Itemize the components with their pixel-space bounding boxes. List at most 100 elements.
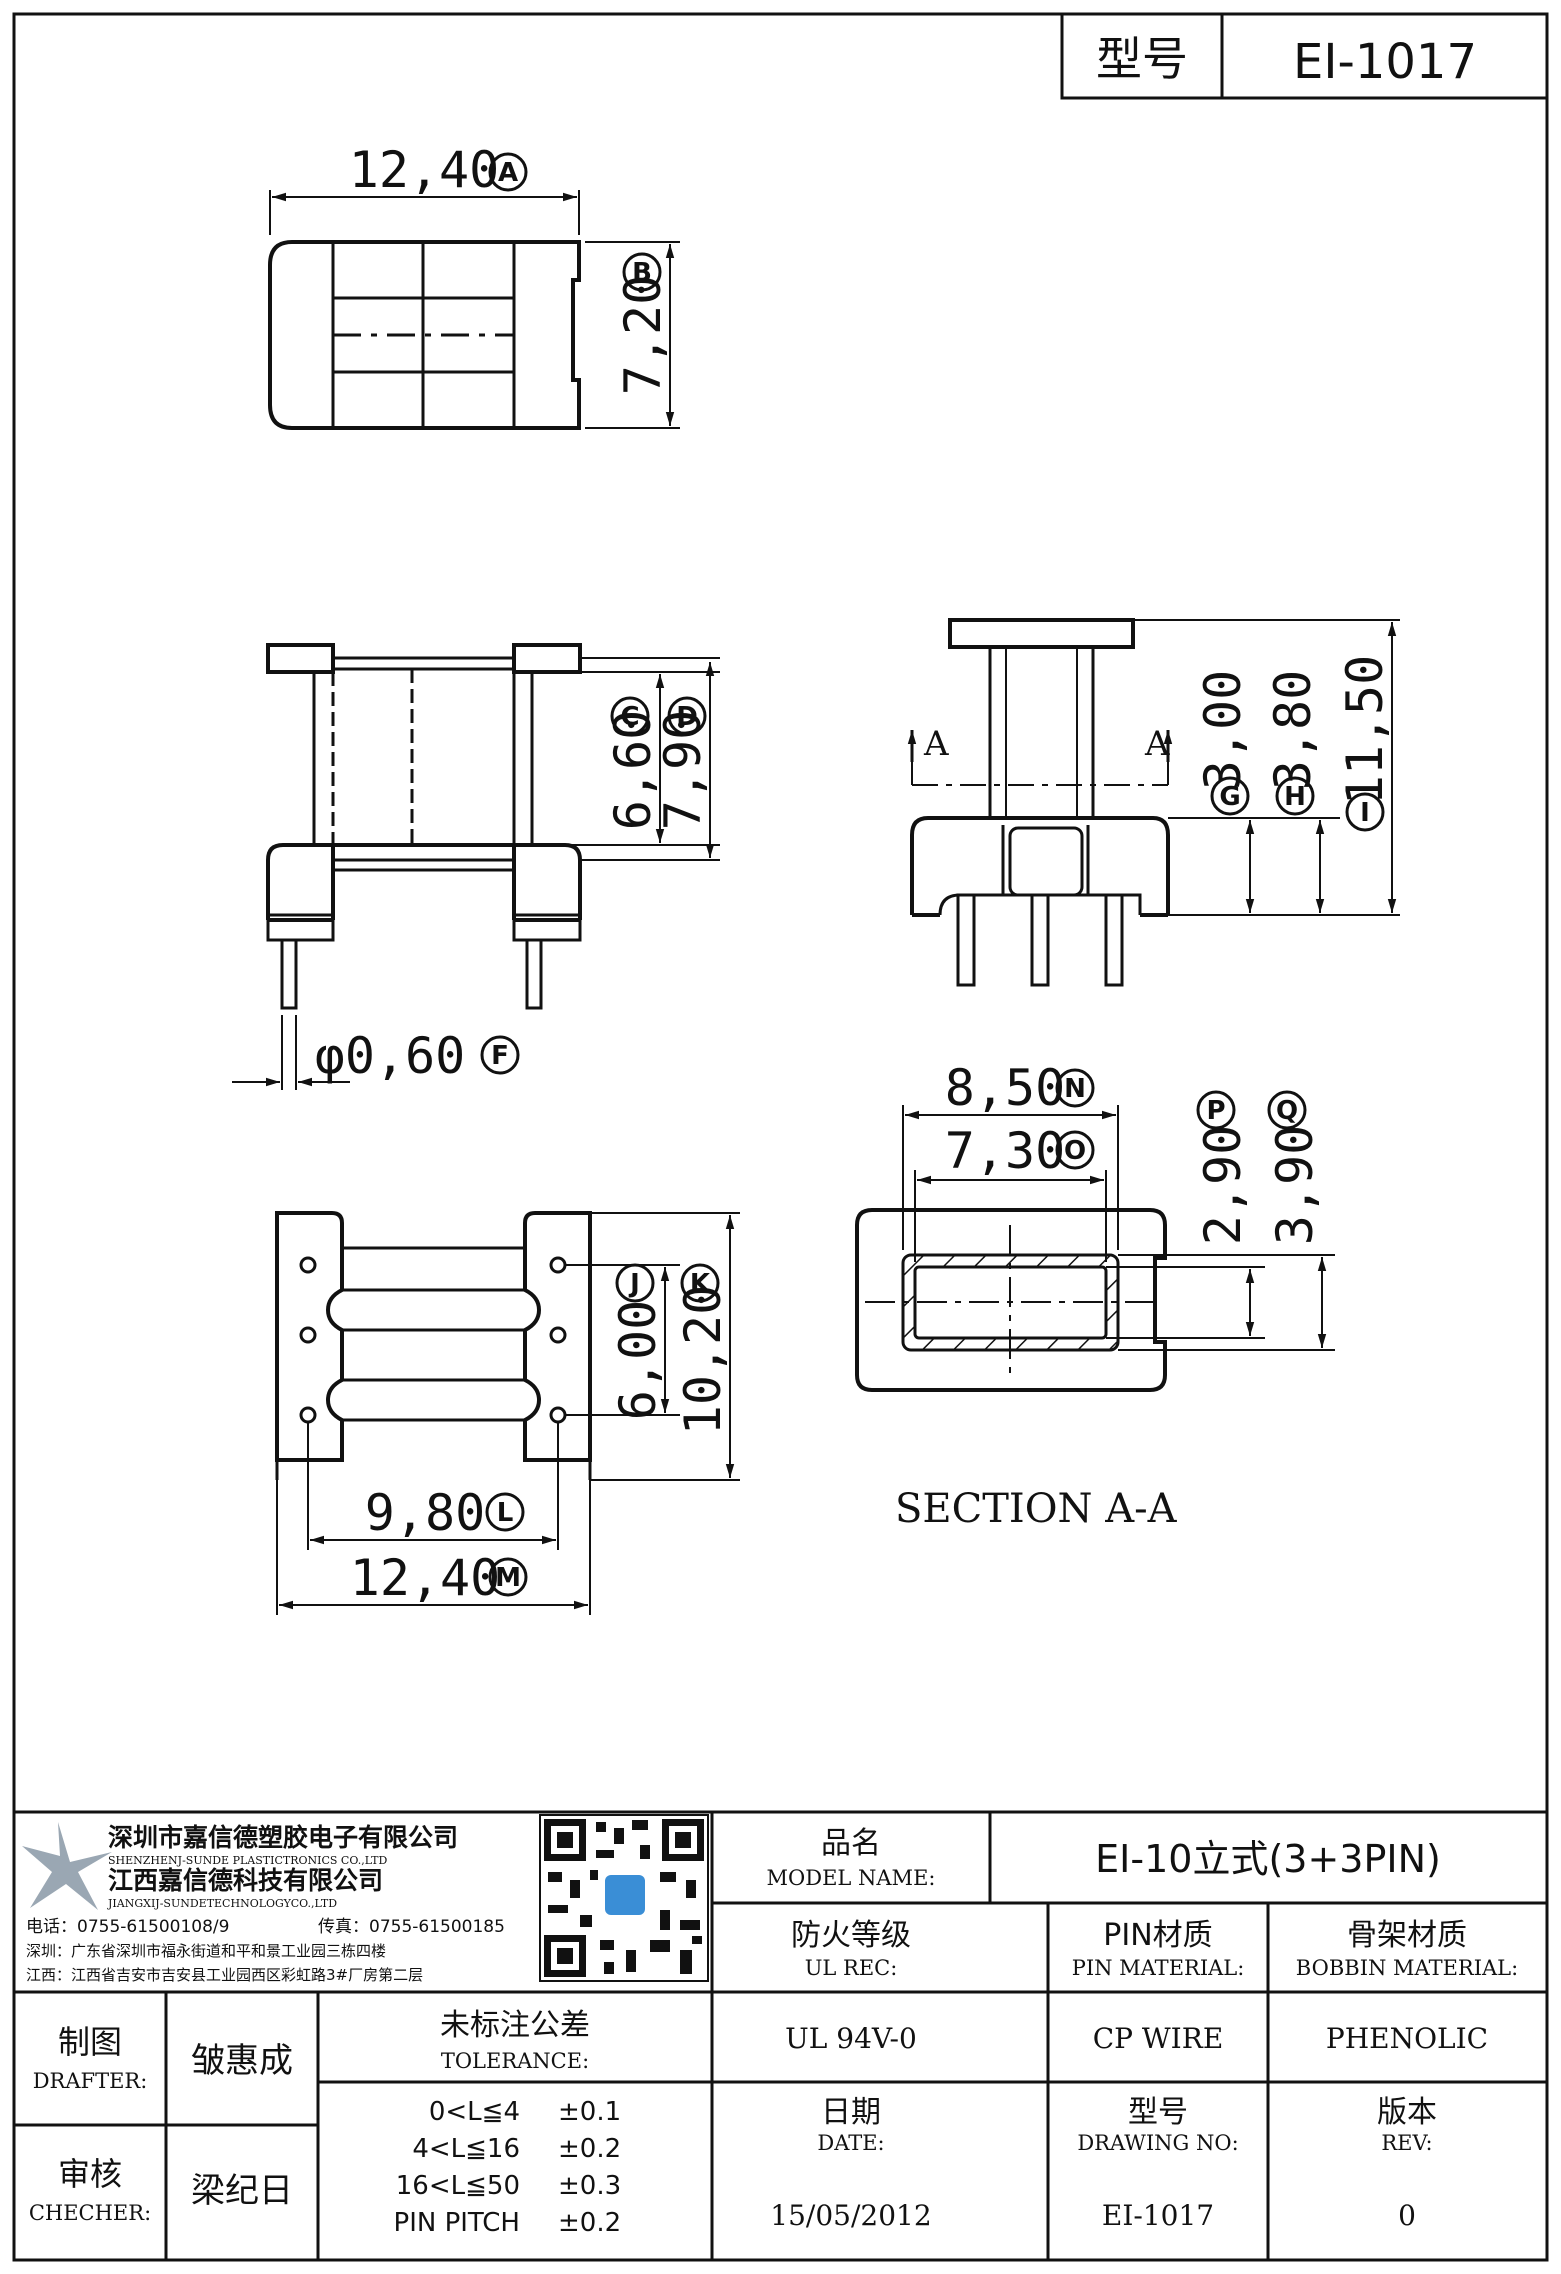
tag-a: A [498,158,518,188]
qr-code [539,1814,709,1982]
company-address-sz: 深圳：广东省深圳市福永街道和平和景工业园三栋四楼 [26,1942,386,1960]
tag-k: K [690,1269,711,1299]
date-label-en: DATE: [817,2131,884,2155]
pin-label-cn: PIN材质 [1103,1918,1212,1953]
tag-f: F [491,1041,509,1071]
drawing-no-label-en: DRAWING NO: [1077,2131,1238,2155]
company-name-cn-2: 江西嘉信德科技有限公司 [108,1866,383,1895]
tolerance-value: ±0.3 [558,2171,621,2201]
rev-value: 0 [1398,2199,1416,2232]
date-value: 15/05/2012 [770,2199,931,2232]
dim-g-value: 3,00 [1194,670,1252,790]
header-model-value: EI-1017 [1293,34,1477,90]
section-caption: SECTION A-A [895,1486,1178,1532]
dim-d-value: 7,90 [654,710,712,830]
front-view [232,643,720,1090]
tag-n: N [1064,1074,1086,1104]
bobbin-label-cn: 骨架材质 [1347,1918,1467,1953]
checker-label-en: CHECHER: [29,2201,151,2225]
drawing-no-value: EI-1017 [1102,2199,1214,2232]
tolerance-range: 16<L≦50 [396,2171,520,2201]
ul-label-cn: 防火等级 [791,1918,911,1953]
sheet-border [12,12,1549,2262]
dim-d-label-group: 7,90 [654,710,712,830]
tag-i: I [1360,798,1370,828]
dim-l-value: 9,80 [365,1484,485,1542]
tolerance-value: ±0.2 [558,2208,621,2238]
dim-i-label-group: 11,50 [1336,655,1394,806]
tolerance-label-en: TOLERANCE: [441,2049,589,2073]
tag-q: Q [1276,1096,1298,1126]
dim-m-value: 12,40 [350,1549,501,1607]
bobbin-label-en: BOBBIN MATERIAL: [1296,1956,1518,1980]
tag-b: B [632,258,652,288]
bobbin-value: PHENOLIC [1326,2022,1488,2055]
tolerance-table: 0<L≦4 ±0.1 4<L≦16 ±0.2 16<L≦50 ±0.3 PIN … [394,2097,622,2238]
company-name-cn-1: 深圳市嘉信德塑胶电子有限公司 [108,1823,458,1852]
company-fax: 传真：0755-61500185 [318,1917,505,1937]
company-logo [22,1822,112,1910]
company-address-jx: 江西：江西省吉安市吉安县工业园西区彩虹路3#厂房第二层 [26,1966,423,1984]
tag-c: C [620,702,639,732]
pin-label-en: PIN MATERIAL: [1072,1956,1245,1980]
date-label-cn: 日期 [821,2095,881,2130]
rev-label-en: REV: [1381,2131,1432,2155]
header-model-label: 型号 [1096,32,1188,86]
rev-label-cn: 版本 [1377,2095,1437,2130]
tag-l: L [497,1498,514,1528]
tolerance-range: 4<L≦16 [412,2134,520,2164]
tag-g: G [1219,782,1240,812]
model-name-label-cn: 品名 [821,1826,881,1861]
ul-label-en: UL REC: [805,1956,898,1980]
tolerance-label-cn: 未标注公差 [440,2008,590,2043]
section-marker-right: A [1144,724,1170,764]
tag-o: O [1064,1136,1086,1166]
tag-m: M [495,1563,521,1593]
ul-value: UL 94V-0 [785,2022,917,2055]
header-box [1060,12,1549,100]
tag-d: D [676,702,698,732]
dim-k-label-group: 10,20 [674,1285,732,1436]
checker-name: 梁纪日 [191,2171,293,2211]
tolerance-value: ±0.1 [558,2097,621,2127]
pin-value: CP WIRE [1093,2022,1224,2055]
side-view [907,618,1400,987]
bottom-view [275,1211,740,1615]
drafter-label-en: DRAFTER: [33,2069,148,2093]
tag-h: H [1284,782,1306,812]
dim-a-value: 12,40 [349,141,500,199]
dim-q-value: 3,90 [1266,1125,1324,1245]
dim-i-value: 11,50 [1336,655,1394,806]
tag-j: J [628,1269,640,1299]
dim-o-value: 7,30 [945,1122,1065,1180]
dim-h-label-group: 3,80 [1264,670,1322,790]
dim-k-value: 10,20 [674,1285,732,1436]
company-name-en-2: JIANGXIJ-SUNDETECHNOLOGYCO.,LTD [107,1897,337,1910]
company-tel: 电话：0755-61500108/9 [26,1917,229,1937]
dim-c-label-group: 6,60 [604,710,662,830]
dim-b-value: 7,20 [614,275,672,395]
tolerance-range: 0<L≦4 [429,2097,520,2127]
dim-j-value: 6,00 [609,1300,667,1420]
drawing-no-label-cn: 型号 [1128,2095,1188,2130]
dim-j-label-group: 6,00 [609,1300,667,1420]
dim-q-label-group: 3,90 [1266,1125,1324,1245]
dim-f-value: φ0,60 [315,1027,466,1085]
dimension-tags [480,152,1385,1597]
tag-p: P [1206,1096,1225,1126]
section-marker-left: A [923,724,949,764]
dim-h-value: 3,80 [1264,670,1322,790]
dim-p-value: 2,90 [1194,1125,1252,1245]
model-name-label-en: MODEL NAME: [767,1866,936,1890]
top-view [268,190,680,430]
checker-label-cn: 审核 [58,2155,122,2193]
drafter-name: 皱惠成 [191,2041,293,2081]
section-view [855,1105,1335,1392]
dim-c-value: 6,60 [604,710,662,830]
tolerance-range: PIN PITCH [394,2208,520,2238]
company-name-en-1: SHENZHENJ-SUNDE PLASTICTRONICS CO.,LTD [108,1854,387,1867]
model-name-value: EI-10立式(3+3PIN) [1095,1837,1441,1881]
drafter-label-cn: 制图 [58,2023,122,2061]
dim-b-label-group: 7,20 [614,275,672,395]
